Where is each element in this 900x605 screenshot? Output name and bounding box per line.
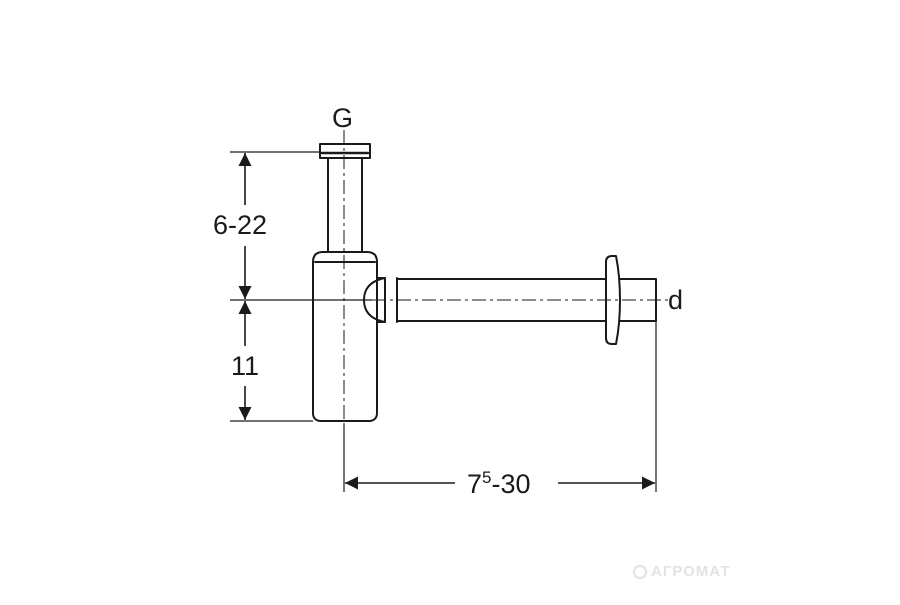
label-length: 75-30	[467, 468, 531, 499]
label-d: d	[668, 285, 683, 315]
label-lower-height: 11	[231, 351, 259, 381]
watermark-text: АГРОМАТ	[651, 563, 731, 580]
watermark-logo-icon	[633, 565, 647, 579]
label-length-sup: 5	[482, 468, 491, 487]
label-upper-height: 6-22	[213, 210, 267, 240]
label-length-main: 7	[467, 469, 482, 499]
bottle-body	[312, 251, 378, 422]
watermark: АГРОМАТ	[633, 563, 731, 580]
inlet-pipe	[327, 157, 363, 253]
label-g: G	[332, 103, 353, 133]
top-nut	[319, 143, 371, 159]
wall-rosette	[605, 255, 621, 345]
outlet-pipe	[396, 278, 607, 322]
label-length-rest: -30	[492, 469, 531, 499]
